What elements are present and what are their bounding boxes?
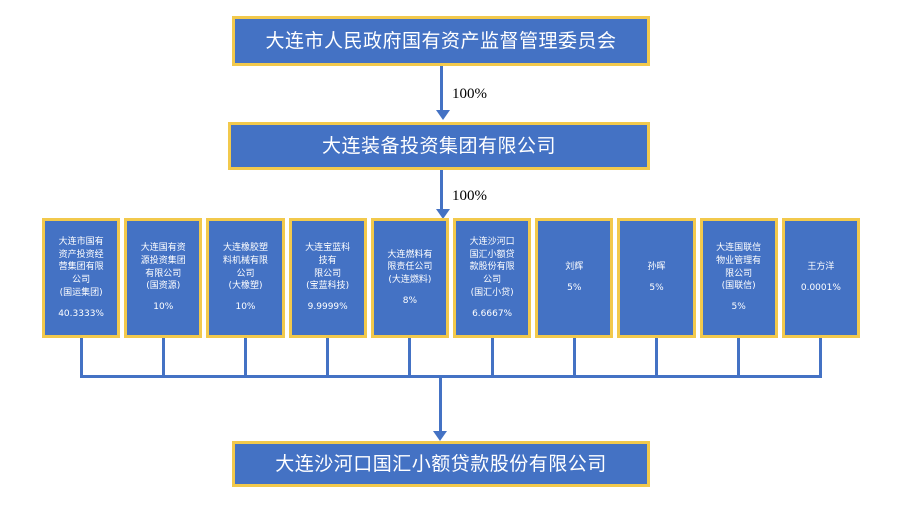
shareholder-node-9-percent: 5% xyxy=(731,302,746,313)
shareholder-bus-line xyxy=(79,375,823,378)
shareholder-node-1-name: 大连市国有 资产投资经 营集团有限 公司 (国运集团) xyxy=(58,236,104,298)
shareholder-node-2-percent: 10% xyxy=(153,302,174,313)
shareholder-drop-line-9 xyxy=(737,338,741,378)
shareholder-row: 大连市国有 资产投资经 营集团有限 公司 (国运集团) 40.3333% 大连国有资… xyxy=(42,218,860,338)
node-guohui-microloan-company[interactable]: 大连沙河口国汇小额贷款股份有限公司 xyxy=(232,441,650,487)
node-equipment-investment-group-label: 大连装备投资集团有限公司 xyxy=(321,134,556,157)
shareholder-node-6[interactable]: 大连沙河口 国汇小额贷 款股份有限 公司 (国汇小贷) 6.6667% xyxy=(453,218,532,338)
shareholder-drop-line-2 xyxy=(161,338,165,378)
shareholder-node-8-percent: 5% xyxy=(649,283,664,294)
connector-top-to-mid-arrow-icon xyxy=(436,110,450,120)
shareholder-node-7[interactable]: 刘辉 5% xyxy=(535,218,614,338)
connector-mid-to-shareholders-line xyxy=(440,170,443,212)
shareholder-drop-line-5 xyxy=(408,338,412,378)
connector-mid-to-shareholders-arrow-icon xyxy=(436,209,450,219)
shareholder-node-5[interactable]: 大连燃料有 限责任公司 (大连燃料) 8% xyxy=(370,218,449,338)
shareholder-node-7-name: 刘辉 xyxy=(565,262,584,273)
node-guohui-microloan-company-label: 大连沙河口国汇小额贷款股份有限公司 xyxy=(275,452,607,475)
connector-top-to-mid-line xyxy=(440,66,443,112)
shareholder-drop-line-1 xyxy=(79,338,83,378)
shareholder-node-5-name: 大连燃料有 限责任公司 (大连燃料) xyxy=(387,249,433,286)
connector-bus-to-target-line xyxy=(438,375,442,432)
shareholder-node-6-percent: 6.6667% xyxy=(472,308,513,319)
shareholder-node-4-percent: 9.9999% xyxy=(307,302,348,313)
node-supervisory-commission-label: 大连市人民政府国有资产监督管理委员会 xyxy=(265,29,617,52)
shareholder-node-4-name: 大连宝蓝科 技有 限公司 (宝蓝科技) xyxy=(305,243,351,292)
shareholder-node-9-name: 大连国联信 物业管理有 限公司 (国联信) xyxy=(716,243,762,292)
shareholder-node-5-percent: 8% xyxy=(402,295,418,306)
shareholder-node-2[interactable]: 大连国有资 源投资集团 有限公司 (国资源) 10% xyxy=(124,218,203,338)
shareholder-drop-line-8 xyxy=(655,338,658,378)
shareholder-node-4[interactable]: 大连宝蓝科 技有 限公司 (宝蓝科技) 9.9999% xyxy=(288,218,367,338)
connector-bus-to-target-arrow-icon xyxy=(433,431,447,441)
shareholder-node-7-percent: 5% xyxy=(567,283,582,294)
shareholder-node-10-name: 王方洋 xyxy=(807,262,835,273)
shareholder-drop-line-7 xyxy=(572,338,576,378)
shareholder-drop-line-3 xyxy=(244,338,247,378)
shareholder-node-10[interactable]: 王方洋 0.0001% xyxy=(781,218,860,338)
shareholder-node-1[interactable]: 大连市国有 资产投资经 营集团有限 公司 (国运集团) 40.3333% xyxy=(42,218,121,338)
connector-mid-to-shareholders-percent: 100% xyxy=(452,188,487,204)
shareholder-node-8-name: 孙晖 xyxy=(647,262,666,273)
shareholder-drop-line-6 xyxy=(490,338,494,378)
shareholder-drop-line-10 xyxy=(819,338,823,378)
node-supervisory-commission[interactable]: 大连市人民政府国有资产监督管理委员会 xyxy=(232,16,650,66)
shareholder-drop-line-4 xyxy=(326,338,330,378)
shareholder-node-9[interactable]: 大连国联信 物业管理有 限公司 (国联信) 5% xyxy=(699,218,778,338)
shareholder-node-3-percent: 10% xyxy=(235,302,256,313)
shareholder-node-8[interactable]: 孙晖 5% xyxy=(617,218,696,338)
shareholder-node-2-name: 大连国有资 源投资集团 有限公司 (国资源) xyxy=(140,243,186,292)
shareholder-node-6-name: 大连沙河口 国汇小额贷 款股份有限 公司 (国汇小贷) xyxy=(469,236,515,298)
shareholder-node-1-percent: 40.3333% xyxy=(58,308,104,319)
shareholder-node-3-name: 大连橡胶塑 料机械有限 公司 (大橡塑) xyxy=(222,243,268,292)
node-equipment-investment-group[interactable]: 大连装备投资集团有限公司 xyxy=(228,122,650,170)
shareholder-node-10-percent: 0.0001% xyxy=(800,283,841,294)
shareholder-node-3[interactable]: 大连橡胶塑 料机械有限 公司 (大橡塑) 10% xyxy=(206,218,285,338)
connector-top-to-mid-percent: 100% xyxy=(452,86,487,102)
